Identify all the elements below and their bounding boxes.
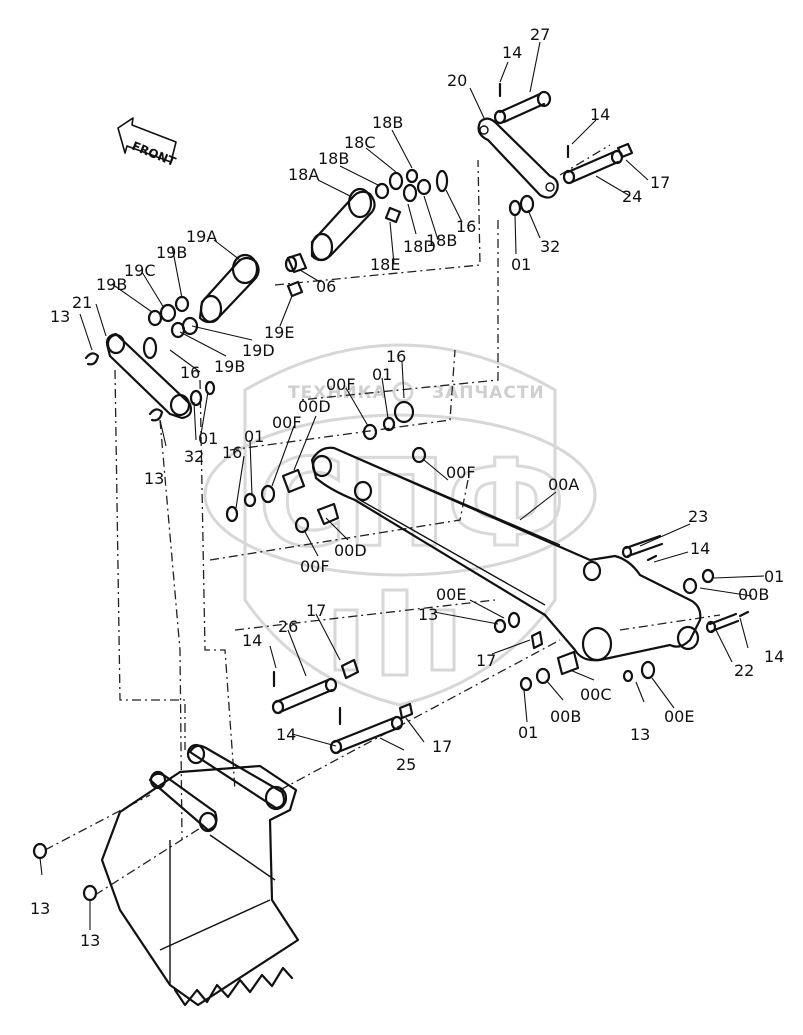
label-00b: 00B [550, 707, 581, 726]
label-13: 13 [144, 469, 164, 488]
watermark-text-right: ЗАПЧАСТИ [432, 383, 545, 403]
label-18d: 18D [403, 237, 436, 256]
label-16: 16 [456, 217, 476, 236]
label-13: 13 [630, 725, 650, 744]
label-01: 01 [372, 365, 392, 384]
label-18b: 18B [426, 231, 457, 250]
label-25: 25 [396, 755, 416, 774]
label-16: 16 [386, 347, 406, 366]
label-17: 17 [650, 173, 670, 192]
label-22: 22 [734, 661, 754, 680]
bucket [32, 743, 300, 1007]
pin-27 [493, 90, 552, 125]
watermark-text-left: ТЕХНИКА [288, 383, 387, 403]
label-17: 17 [306, 601, 326, 620]
label-00e: 00E [664, 707, 694, 726]
label-16: 16 [180, 363, 200, 382]
label-19b: 19B [96, 275, 127, 294]
label-13: 13 [418, 605, 438, 624]
label-00d: 00D [298, 397, 331, 416]
label-14: 14 [764, 647, 784, 666]
bushings-18 [374, 168, 432, 203]
label-06: 06 [316, 277, 336, 296]
label-13: 13 [30, 899, 50, 918]
watermark: ТЕХНИКА ЗАПЧАСТИ СПФ [203, 343, 597, 707]
label-01: 01 [244, 427, 264, 446]
label-27: 27 [530, 25, 550, 44]
label-18c: 18C [344, 133, 376, 152]
bushing-06 [284, 252, 308, 274]
right-end-parts [493, 534, 750, 692]
label-01: 01 [511, 255, 531, 274]
label-17: 17 [432, 737, 452, 756]
washers-top-right [435, 169, 535, 217]
arm-00a [310, 446, 702, 662]
label-23: 23 [688, 507, 708, 526]
label-18e: 18E [370, 255, 400, 274]
label-01: 01 [518, 723, 538, 742]
label-21: 21 [72, 293, 92, 312]
label-00f: 00F [326, 375, 356, 394]
label-14: 14 [502, 43, 522, 62]
pin-25 [329, 702, 414, 755]
label-19b: 19B [214, 357, 245, 376]
label-13: 13 [50, 307, 70, 326]
label-19c: 19C [124, 261, 156, 280]
label-00d: 00D [334, 541, 367, 560]
label-01: 01 [764, 567, 784, 586]
label-18b: 18B [372, 113, 403, 132]
label-19d: 19D [242, 341, 275, 360]
pin-26 [271, 658, 360, 715]
watermark-letters: СПФ [258, 435, 566, 574]
label-00e: 00E [436, 585, 466, 604]
label-14: 14 [590, 105, 610, 124]
label-00f: 00F [446, 463, 476, 482]
front-arrow: FRONT [117, 117, 179, 169]
link-19a [198, 253, 304, 324]
label-00b: 00B [738, 585, 769, 604]
bushings-19 [147, 295, 199, 339]
bushings-center [225, 400, 427, 534]
label-18a: 18A [288, 165, 319, 184]
label-18b: 18B [318, 149, 349, 168]
label-14: 14 [690, 539, 710, 558]
link-21 [84, 332, 216, 422]
label-26: 26 [278, 617, 298, 636]
front-label: FRONT [130, 139, 179, 169]
label-32: 32 [540, 237, 560, 256]
label-17: 17 [476, 651, 496, 670]
label-00a: 00A [548, 475, 579, 494]
label-32: 32 [184, 447, 204, 466]
label-19a: 19A [186, 227, 217, 246]
callout-labels: 14 27 20 14 17 24 18B 18C 18B 18A 16 18D… [30, 25, 784, 950]
label-19b: 19B [156, 243, 187, 262]
label-13: 13 [80, 931, 100, 950]
pin-24 [562, 142, 634, 185]
label-00f: 00F [300, 557, 330, 576]
label-01: 01 [198, 429, 218, 448]
label-24: 24 [622, 187, 642, 206]
label-00c: 00C [580, 685, 612, 704]
label-00f: 00F [272, 413, 302, 432]
link-18a [310, 187, 402, 262]
label-14: 14 [242, 631, 262, 650]
link-20 [477, 117, 559, 199]
label-19e: 19E [264, 323, 294, 342]
label-20: 20 [447, 71, 467, 90]
leader-lines [39, 41, 765, 930]
label-16: 16 [222, 443, 242, 462]
label-14: 14 [276, 725, 296, 744]
